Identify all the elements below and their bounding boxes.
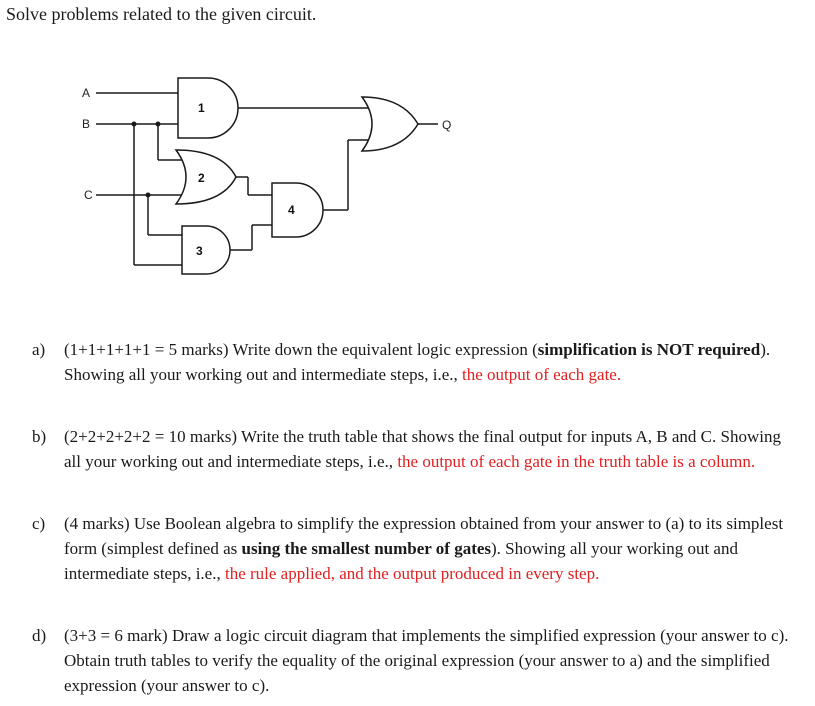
question-tag: d) [32,626,47,645]
question-text: Write the truth table that shows the fin… [64,427,781,471]
question-highlight: the rule applied, and the output produce… [224,564,600,583]
gate-3-number: 3 [196,244,203,258]
question-text: Use Boolean algebra to simplify the expr… [64,514,784,558]
gate-1-number: 1 [198,101,205,115]
output-q-label: Q [442,118,451,132]
gate-4-number: 4 [288,203,295,217]
question-text: Draw a logic circuit diagram that implem… [64,626,789,695]
question-highlight: the output of each gate in the truth tab… [397,452,756,471]
gate-4-and [271,182,324,238]
question-emphasis: simplification is NOT required [537,340,761,359]
question-marks: (4 marks) [64,514,130,533]
gate-output-or [360,96,419,152]
question-d: d) (3+3 = 6 mark) Draw a logic circuit d… [32,623,802,698]
question-text: Write down the equivalent logic expressi… [228,340,538,359]
input-c-label: C [84,188,93,202]
question-b: b) (2+2+2+2+2 = 10 marks) Write the trut… [32,424,802,474]
input-a-label: A [82,86,90,100]
input-b-label: B [82,117,90,131]
gate-2-or [174,149,237,205]
page-title: Solve problems related to the given circ… [6,4,317,24]
question-marks: (3+3 = 6 mark) [64,626,168,645]
question-tag: c) [32,514,46,533]
question-marks: (1+1+1+1+1 = 5 marks) [64,340,229,359]
gate-3-and [181,225,231,275]
question-highlight: the output of each gate. [462,365,622,384]
question-c: c) (4 marks) Use Boolean algebra to simp… [32,511,802,586]
question-a: a) (1+1+1+1+1 = 5 marks) Write down the … [32,337,802,387]
gate-2-number: 2 [198,171,205,185]
question-tag: b) [32,427,47,446]
question-text: ). Showing all your working out and inte… [64,340,771,384]
question-emphasis: using the smallest number of gates [241,539,492,558]
question-text: ). Showing all your working out and inte… [64,539,738,583]
logic-circuit-diagram: A B C Q 1 2 3 4 [82,77,451,275]
question-marks: (2+2+2+2+2 = 10 marks) [64,427,238,446]
gate-1-and [177,77,239,139]
question-tag: a) [32,340,46,359]
